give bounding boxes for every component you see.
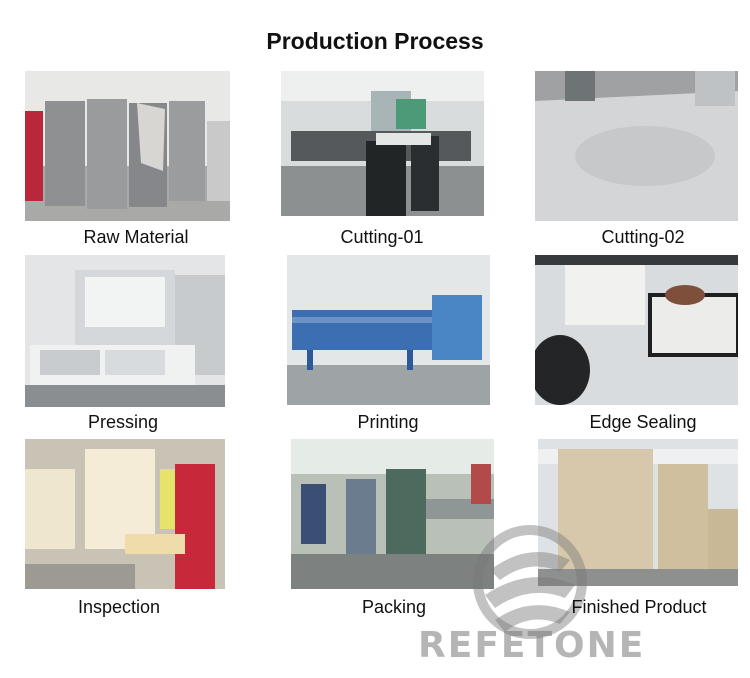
step-label: Cutting-02 <box>601 227 685 247</box>
step-label: Packing <box>361 597 427 617</box>
step-label: Raw Material <box>83 227 189 247</box>
step-label: Inspection <box>77 597 161 617</box>
step-label: Printing <box>357 412 419 432</box>
refetone-logo-mark <box>473 525 587 639</box>
packing-photo <box>291 439 494 589</box>
printing-photo <box>287 255 490 405</box>
brand-watermark: REFETONE <box>418 625 646 666</box>
step-label: Pressing <box>87 412 159 432</box>
cutting-01-photo <box>281 71 484 216</box>
step-label: Edge Sealing <box>589 412 697 432</box>
finished-product-photo <box>538 439 738 586</box>
pressing-photo <box>25 255 225 407</box>
cutting-02-photo <box>535 71 738 221</box>
raw-material-photo <box>25 71 230 221</box>
step-label: Cutting-01 <box>340 227 424 247</box>
inspection-photo <box>25 439 225 589</box>
page-title: Production Process <box>266 28 484 54</box>
step-label: Finished Product <box>571 597 707 617</box>
edge-sealing-photo <box>535 255 738 405</box>
